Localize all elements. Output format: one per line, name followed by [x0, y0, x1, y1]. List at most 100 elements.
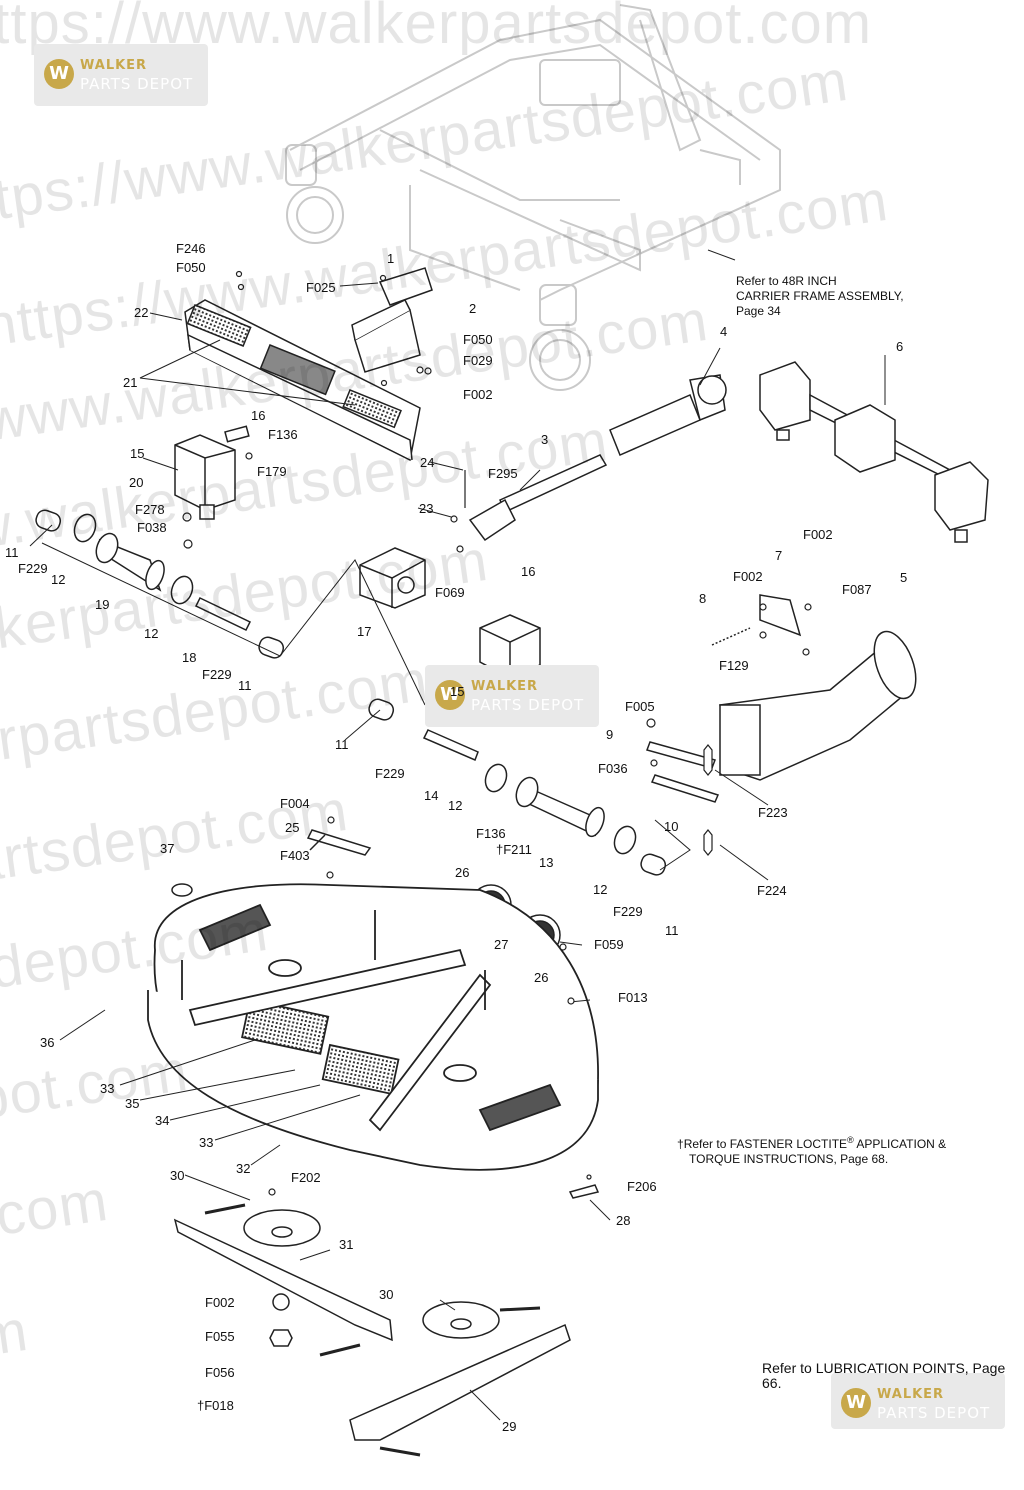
- part-label: 15: [450, 684, 465, 699]
- logo-line2: PARTS DEPOT: [877, 1404, 991, 1422]
- part-label: 12: [144, 626, 159, 641]
- part-label: 10: [664, 819, 679, 834]
- part-label: 11: [665, 923, 679, 938]
- blades: [173, 1184, 600, 1457]
- walker-parts-depot-logo: W WALKER PARTS DEPOT: [34, 44, 208, 106]
- note-line: TORQUE INSTRUCTIONS, Page 68.: [689, 1152, 889, 1166]
- part-label-text: F211: [503, 842, 532, 857]
- part-label: 18: [182, 650, 197, 665]
- carrier-frame-reference: Refer to 48R INCH CARRIER FRAME ASSEMBLY…: [736, 274, 904, 319]
- walker-parts-depot-logo: W WALKER PARTS DEPOT: [831, 1373, 1005, 1429]
- part-label: 25: [285, 820, 300, 835]
- walker-logo-icon: W: [44, 59, 74, 89]
- part-label: 12: [593, 882, 608, 897]
- gearbox-center: [359, 547, 426, 609]
- walker-parts-depot-logo: W WALKER PARTS DEPOT: [425, 665, 599, 727]
- part-label: 14: [424, 788, 439, 803]
- cover-plates: [351, 267, 433, 373]
- part-label: F129: [719, 658, 749, 673]
- part-label: 27: [494, 937, 509, 952]
- dagger-icon: †: [197, 1398, 205, 1413]
- part-label: 7: [775, 548, 783, 563]
- part-label: F059: [594, 937, 624, 952]
- part-label: 35: [125, 1096, 140, 1111]
- discharge-chute: [719, 630, 917, 781]
- part-label: 16: [251, 408, 266, 423]
- logo-line2: PARTS DEPOT: [471, 696, 585, 714]
- gearbox-left: [174, 425, 250, 520]
- part-label: F295: [488, 466, 518, 481]
- drive-shaft: [468, 374, 727, 542]
- part-label: 28: [616, 1213, 631, 1228]
- part-label: F136: [476, 826, 506, 841]
- part-label: 32: [236, 1161, 251, 1176]
- logo-line2: PARTS DEPOT: [80, 75, 194, 93]
- part-label: F069: [435, 585, 465, 600]
- part-label: F229: [375, 766, 405, 781]
- part-label: 1: [387, 251, 395, 266]
- part-label: 29: [502, 1419, 517, 1434]
- logo-line1: WALKER: [80, 58, 148, 73]
- spindle-left: [35, 509, 285, 659]
- part-label: 30: [170, 1168, 185, 1183]
- part-label: F002: [733, 569, 763, 584]
- part-label: †F018: [197, 1399, 234, 1412]
- part-label: 9: [606, 727, 614, 742]
- part-label: F087: [842, 582, 872, 597]
- part-label: 5: [900, 570, 908, 585]
- part-label: F029: [463, 353, 493, 368]
- walker-logo-icon: W: [435, 680, 465, 710]
- part-label: F136: [268, 427, 298, 442]
- part-label: F038: [137, 520, 167, 535]
- part-label: F229: [202, 667, 232, 682]
- part-label: F050: [463, 332, 493, 347]
- part-label: F278: [135, 502, 165, 517]
- part-label: 3: [541, 432, 549, 447]
- part-label: 22: [134, 305, 149, 320]
- loctite-reference: †Refer to FASTENER LOCTITE® APPLICATION …: [677, 1133, 946, 1167]
- part-label: 11: [335, 737, 349, 752]
- part-label: F013: [618, 990, 648, 1005]
- part-label: F202: [291, 1170, 321, 1185]
- part-label: F002: [463, 387, 493, 402]
- logo-line1: WALKER: [471, 679, 539, 694]
- part-label: 23: [419, 501, 434, 516]
- part-label: 11: [5, 545, 19, 560]
- part-label: 6: [896, 339, 904, 354]
- gearbox-assembly: [759, 361, 989, 543]
- part-label: 2: [469, 301, 477, 316]
- part-label: F223: [758, 805, 788, 820]
- dagger-icon: †: [677, 1137, 684, 1151]
- part-label: 11: [238, 678, 252, 693]
- part-label: F002: [803, 527, 833, 542]
- part-label: 8: [699, 591, 707, 606]
- part-label: 31: [339, 1237, 354, 1252]
- part-label: 20: [129, 475, 144, 490]
- part-label: 36: [40, 1035, 55, 1050]
- belt-shield: [184, 299, 421, 462]
- part-label-text: F018: [204, 1398, 234, 1413]
- part-label: F055: [205, 1329, 235, 1344]
- part-label: F179: [257, 464, 287, 479]
- part-label: F004: [280, 796, 310, 811]
- part-label: F002: [205, 1295, 235, 1310]
- walker-logo-icon: W: [841, 1388, 871, 1418]
- part-label: 30: [379, 1287, 394, 1302]
- part-label: F005: [625, 699, 655, 714]
- part-label: 37: [160, 841, 175, 856]
- part-label: F403: [280, 848, 310, 863]
- part-label: F056: [205, 1365, 235, 1380]
- note-text: APPLICATION &: [853, 1137, 947, 1151]
- note-line: Page 34: [736, 304, 781, 318]
- part-label: F025: [306, 280, 336, 295]
- registered-mark: ®: [847, 1135, 854, 1145]
- part-label: 19: [95, 597, 110, 612]
- part-label: 4: [720, 324, 728, 339]
- part-label: F229: [613, 904, 643, 919]
- fasteners: [182, 270, 812, 1196]
- leader-lines: [29, 249, 886, 1421]
- part-label: 12: [448, 798, 463, 813]
- part-label: F036: [598, 761, 628, 776]
- part-label: F229: [18, 561, 48, 576]
